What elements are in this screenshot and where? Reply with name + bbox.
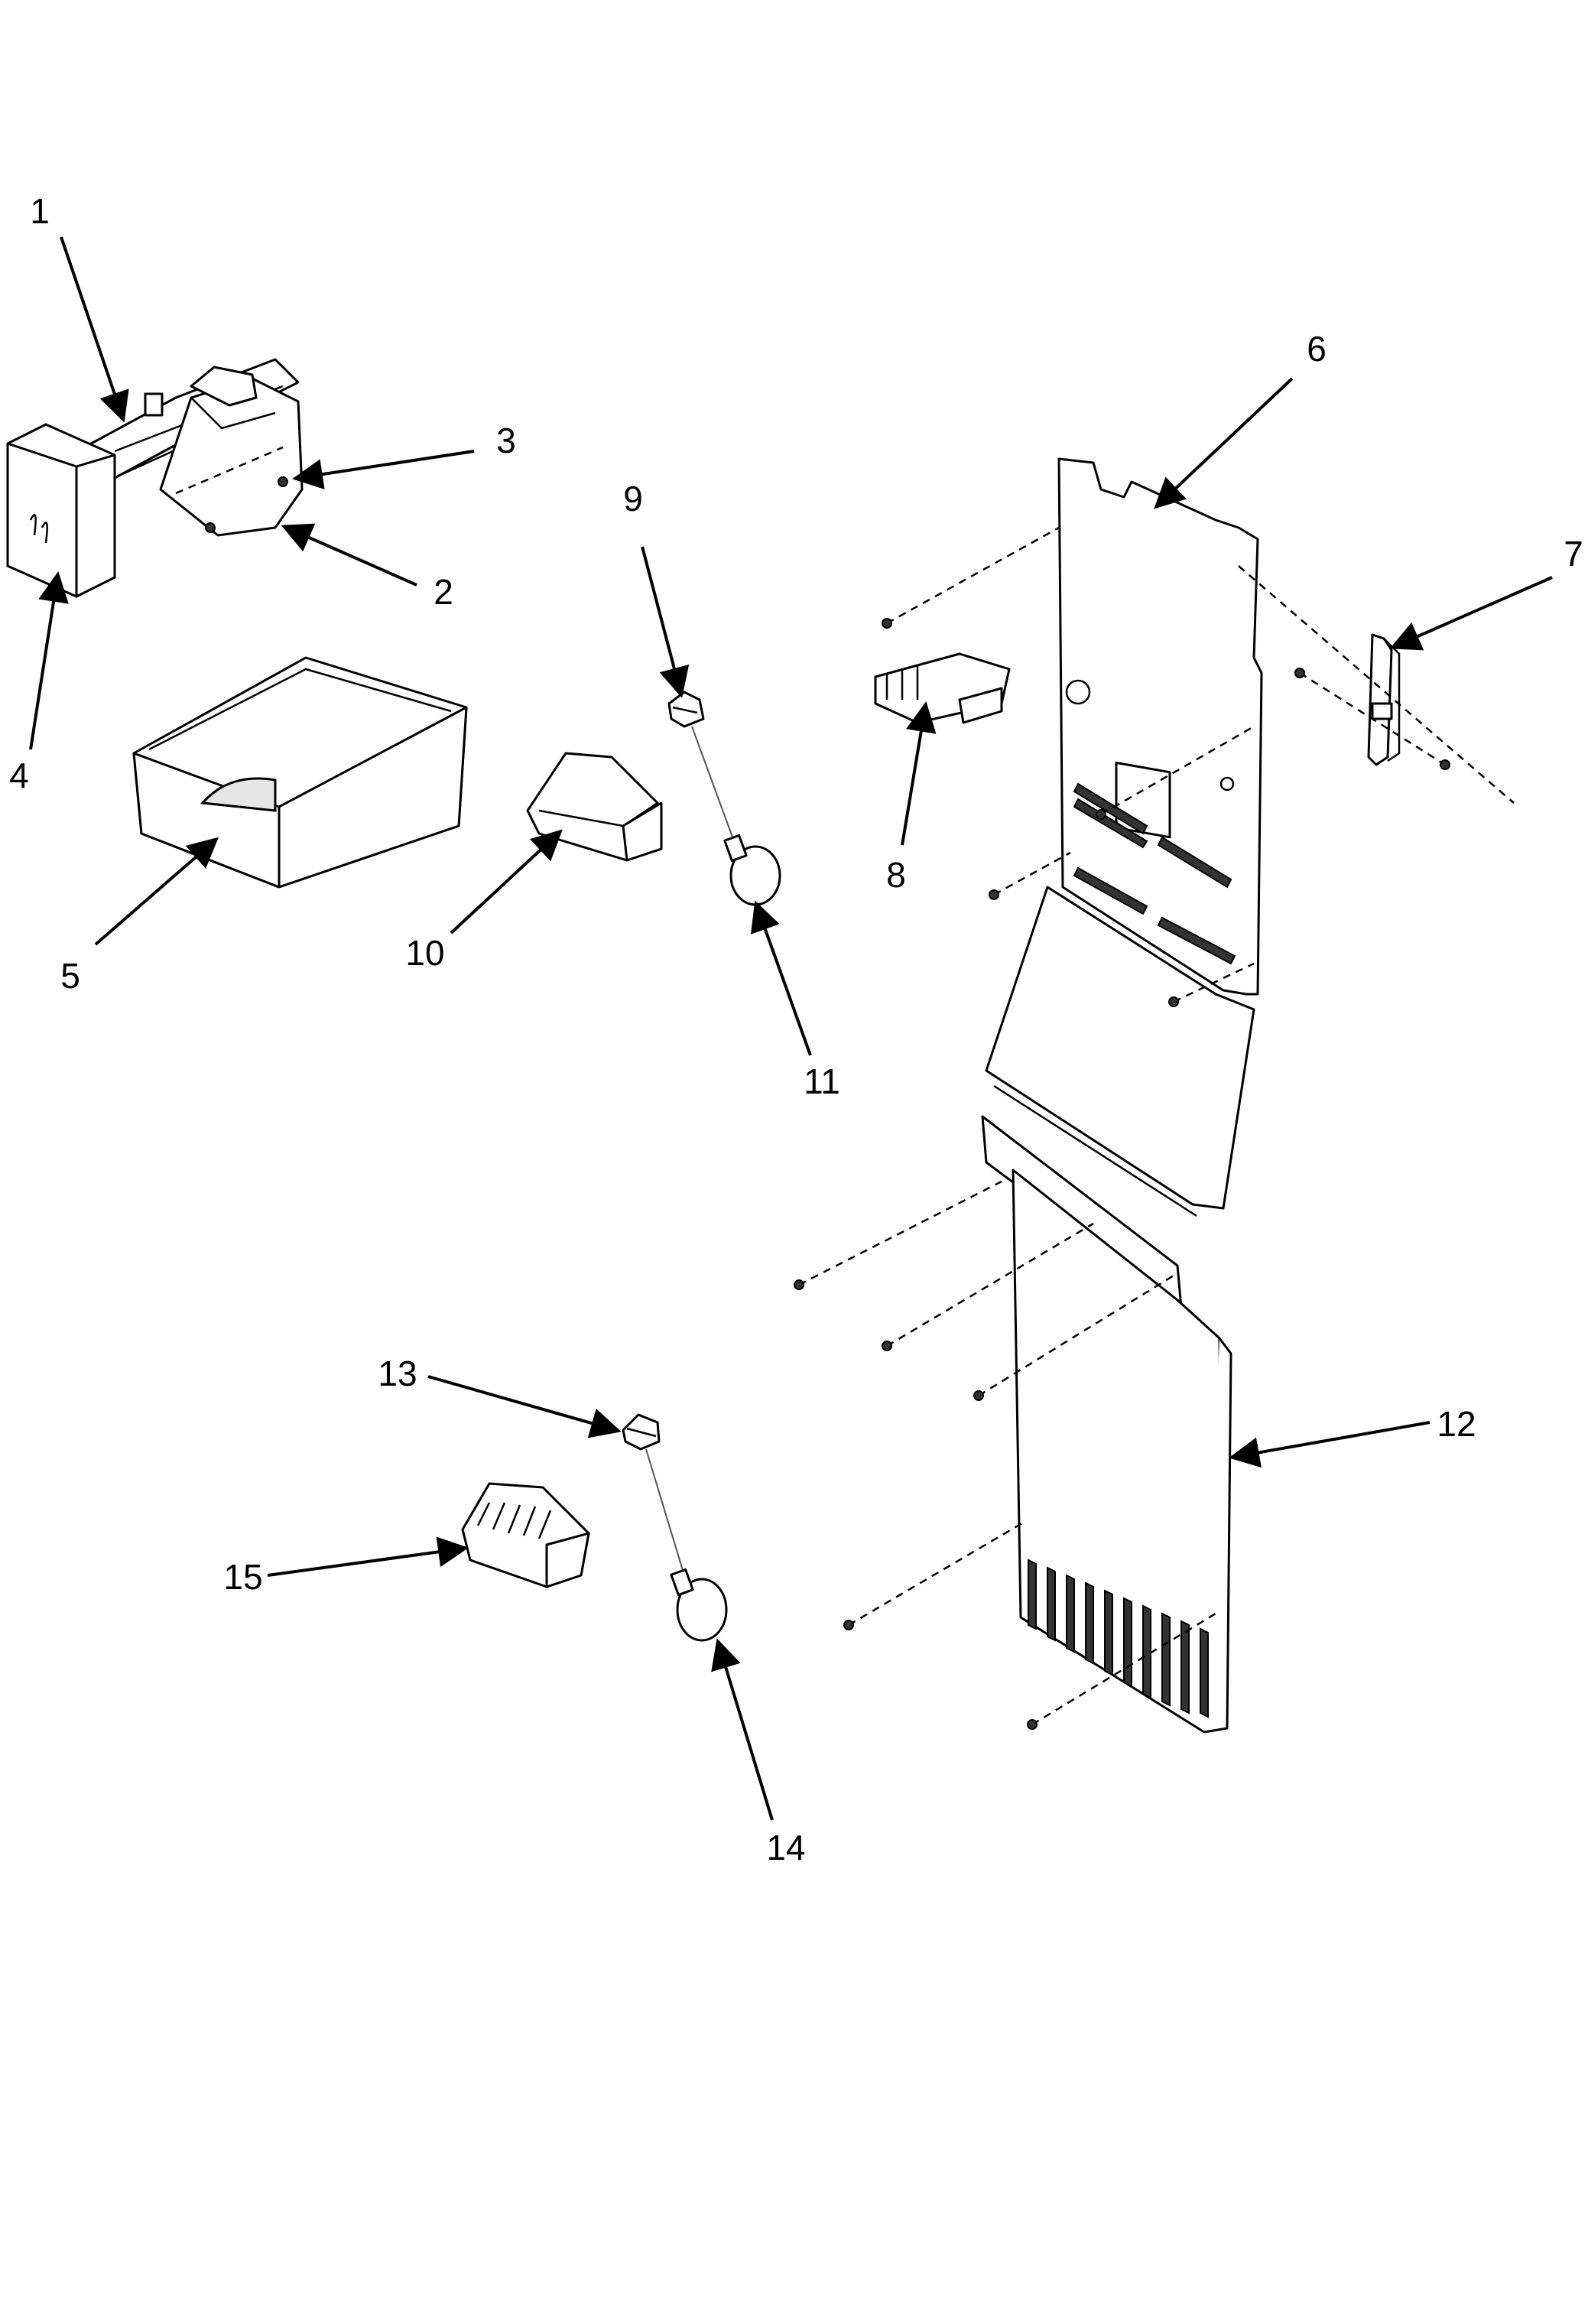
upper-back-panel xyxy=(1057,457,1263,996)
callout-4: 4 xyxy=(9,756,29,795)
leader-9 xyxy=(641,546,690,698)
callout-labels: 1 2 3 4 5 6 7 8 9 10 11 12 13 14 15 xyxy=(9,191,1583,1867)
leader-5 xyxy=(94,837,219,946)
callout-3: 3 xyxy=(496,421,516,460)
leader-7 xyxy=(1389,576,1553,651)
leader-3 xyxy=(292,450,475,489)
callout-2: 2 xyxy=(434,572,453,612)
leader-2 xyxy=(281,523,417,587)
leader-8 xyxy=(901,701,937,846)
leader-15 xyxy=(267,1536,469,1577)
screws xyxy=(794,618,1450,1730)
ice-bin xyxy=(132,656,468,889)
leader-6 xyxy=(1154,377,1294,509)
leader-10 xyxy=(450,829,563,934)
light-bulb-upper xyxy=(723,834,781,906)
callout-13: 13 xyxy=(378,1354,417,1393)
callout-7: 7 xyxy=(1564,534,1583,574)
leader-12 xyxy=(1229,1421,1430,1468)
leader-11 xyxy=(750,900,812,1056)
callout-5: 5 xyxy=(60,956,80,996)
callout-10: 10 xyxy=(405,933,444,973)
callout-15: 15 xyxy=(223,1557,262,1597)
callout-14: 14 xyxy=(766,1828,805,1867)
leader-14 xyxy=(711,1638,774,1821)
callout-12: 12 xyxy=(1437,1404,1476,1444)
light-bulb-lower xyxy=(670,1568,728,1642)
vented-light-cover xyxy=(461,1482,590,1588)
leader-1 xyxy=(60,236,129,423)
callout-9: 9 xyxy=(623,479,643,518)
upper-panel-flap xyxy=(985,886,1255,1217)
lower-back-panel xyxy=(981,1115,1232,1734)
air-duct xyxy=(874,652,1011,724)
callout-6: 6 xyxy=(1307,329,1327,369)
light-socket-lower xyxy=(622,1413,661,1451)
callout-1: 1 xyxy=(30,191,50,231)
leader-lines xyxy=(29,236,1553,1821)
leader-4 xyxy=(29,571,69,750)
ice-maker-assembly xyxy=(6,358,304,598)
mounting-bracket xyxy=(1367,633,1401,766)
leader-13 xyxy=(427,1375,622,1438)
grille-vents xyxy=(1028,1559,1209,1718)
light-socket-upper xyxy=(667,691,705,728)
callout-11: 11 xyxy=(804,1061,840,1101)
fastener-lines xyxy=(175,446,1515,1726)
callout-8: 8 xyxy=(886,855,906,895)
